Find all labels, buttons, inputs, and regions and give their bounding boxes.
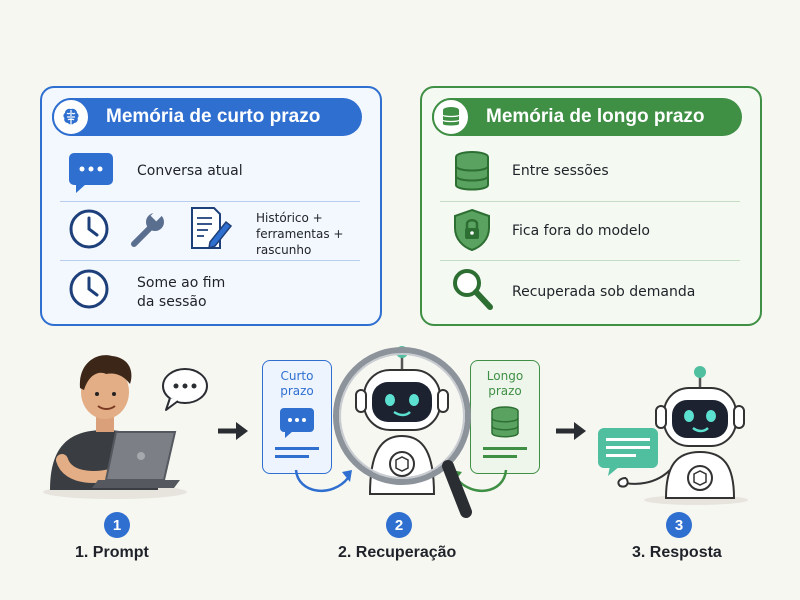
outside-model-label: Fica fora do modelo: [512, 223, 650, 239]
conversation-label: Conversa atual: [137, 163, 243, 179]
step-3-label: 3. Resposta: [632, 544, 722, 561]
history-label: Histórico + ferramentas + rascunho: [256, 211, 344, 257]
divider: [60, 260, 360, 261]
short-term-card-title: Curto prazo: [280, 369, 314, 398]
step-2-label: 2. Recuperação: [338, 544, 457, 561]
database-icon: [452, 150, 492, 196]
on-demand-label: Recuperada sob demanda: [512, 284, 696, 300]
robot-with-magnifier-illustration: [330, 344, 480, 528]
person-with-laptop-illustration: [40, 350, 210, 504]
clock-icon: [68, 268, 110, 314]
clock-icon: [68, 208, 110, 254]
line: [275, 455, 309, 458]
short-term-title-pill: Memória de curto prazo: [52, 98, 362, 136]
chat-bubble-icon: [279, 407, 315, 443]
curved-arrow-blue-icon: [288, 456, 358, 504]
long-term-memory-panel: Memória de longo prazo Entre sessões Fic…: [420, 86, 762, 326]
short-term-title: Memória de curto prazo: [106, 106, 321, 127]
step-3-number: 3: [666, 512, 692, 538]
wrench-icon: [126, 208, 168, 254]
line: [275, 447, 319, 450]
long-term-card: Longo prazo: [470, 360, 540, 474]
step-2-number: 2: [386, 512, 412, 538]
short-term-memory-panel: Memória de curto prazo Conversa atual: [40, 86, 382, 326]
chat-bubble-icon: [68, 152, 114, 198]
magnifier-icon: [450, 266, 494, 316]
brain-icon: [52, 98, 90, 136]
database-icon: [432, 98, 470, 136]
step-1-number: 1: [104, 512, 130, 538]
long-term-title-pill: Memória de longo prazo: [432, 98, 742, 136]
arrow-right-icon: [554, 420, 588, 446]
speech-bubble-icon: [160, 366, 210, 416]
step-1-label: 1. Prompt: [75, 544, 149, 561]
line: [483, 455, 517, 458]
arrow-right-icon: [216, 420, 250, 446]
session-end-label: Some ao fim da sessão: [137, 275, 226, 310]
divider: [60, 201, 360, 202]
database-icon: [489, 405, 521, 443]
responding-robot-illustration: [596, 366, 756, 510]
long-term-card-title: Longo prazo: [486, 369, 524, 398]
long-term-title: Memória de longo prazo: [486, 106, 705, 127]
short-term-card: Curto prazo: [262, 360, 332, 474]
line: [483, 447, 527, 450]
shield-lock-icon: [452, 208, 492, 256]
divider: [440, 201, 740, 202]
divider: [440, 260, 740, 261]
between-sessions-label: Entre sessões: [512, 163, 609, 179]
document-pen-icon: [188, 206, 234, 256]
